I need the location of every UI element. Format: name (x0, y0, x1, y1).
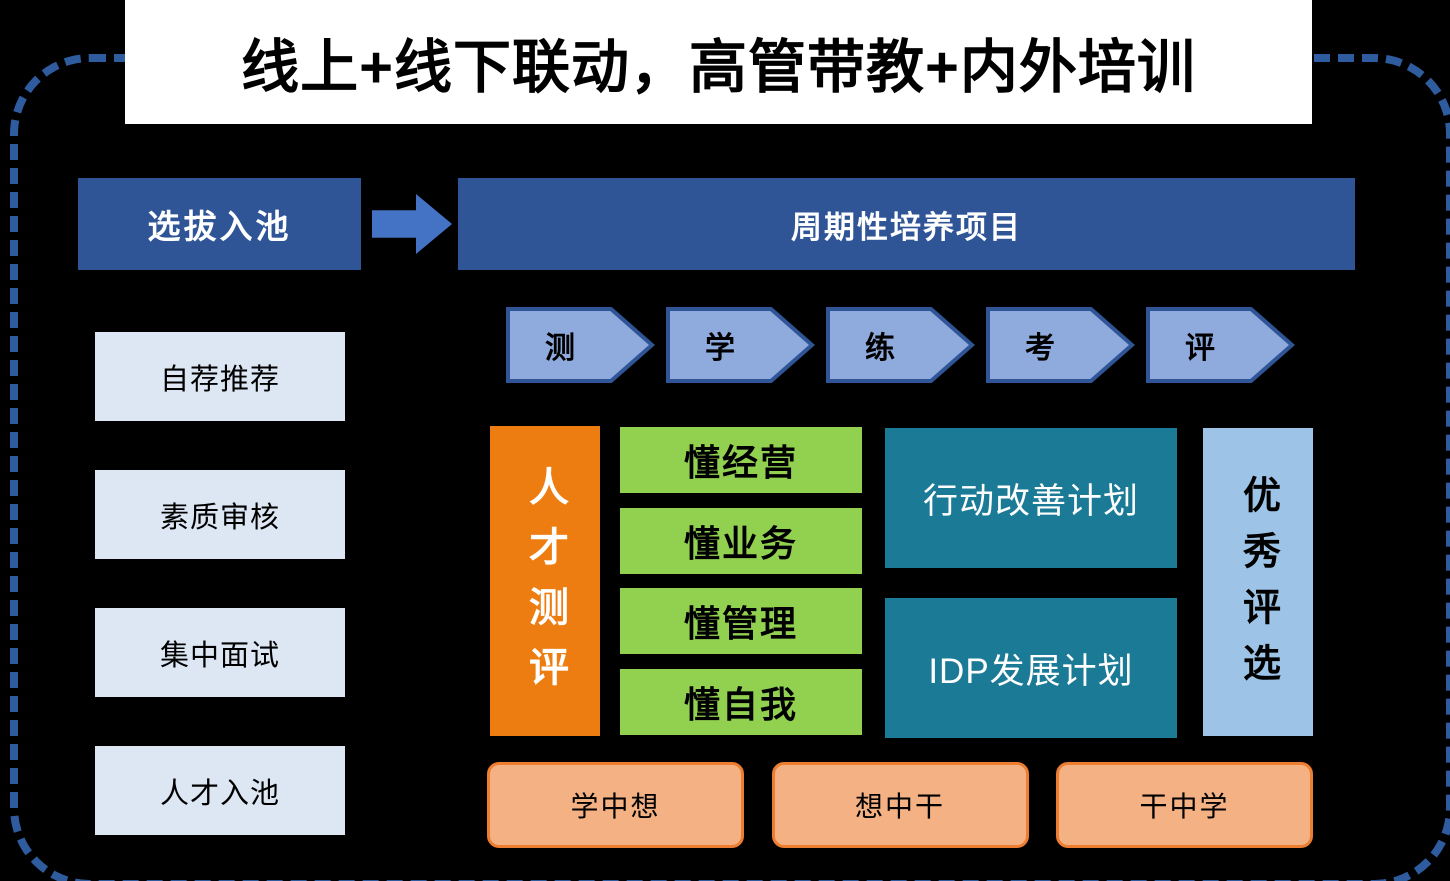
chevron-arrow-icon (666, 307, 815, 383)
plan-list: 行动改善计划 IDP发展计划 (885, 428, 1177, 738)
plan-box: IDP发展计划 (885, 598, 1177, 738)
phase-chevron: 测 (505, 306, 655, 384)
program-header: 周期性培养项目 (458, 178, 1355, 270)
phase-label: 练 (865, 332, 895, 365)
competency-box: 懂自我 (620, 668, 862, 735)
phase-row: 测 学 练 考 评 (505, 306, 1295, 384)
chevron-arrow-icon (1146, 307, 1295, 383)
chevron-arrow-icon (986, 307, 1135, 383)
phase-chevron: 学 (665, 306, 815, 384)
phase-label: 考 (1025, 332, 1055, 365)
competency-box: 懂业务 (620, 507, 862, 574)
practice-box: 想中干 (771, 762, 1029, 848)
phase-label: 评 (1185, 332, 1215, 365)
phase-label: 测 (545, 332, 575, 365)
plan-box: 行动改善计划 (885, 428, 1177, 568)
practice-box: 学中想 (487, 762, 744, 848)
competency-box: 懂管理 (620, 588, 862, 655)
phase-chevron: 评 (1145, 306, 1295, 384)
competency-box: 懂经营 (620, 427, 862, 493)
practice-row: 学中想 想中干 干中学 (487, 762, 1313, 848)
competency-list: 懂经营 懂业务 懂管理 懂自我 (620, 427, 862, 735)
selection-step: 素质审核 (95, 470, 345, 559)
excellence-label: 优秀评选 (1236, 474, 1279, 699)
selection-steps: 自荐推荐 素质审核 集中面试 人才入池 (95, 332, 345, 835)
selection-step: 集中面试 (95, 608, 345, 697)
selection-step: 人才入池 (95, 746, 345, 835)
selection-header: 选拔入池 (78, 178, 361, 270)
phase-chevron: 考 (985, 306, 1135, 384)
phase-chevron: 练 (825, 306, 975, 384)
title-banner: 线上+线下联动，高管带教+内外培训 (125, 0, 1312, 124)
diagram-title: 线上+线下联动，高管带教+内外培训 (241, 35, 1196, 100)
practice-box: 干中学 (1056, 762, 1313, 848)
talent-assessment-label: 人才测评 (523, 466, 567, 706)
chevron-arrow-icon (826, 307, 975, 383)
excellence-box: 优秀评选 (1203, 428, 1313, 736)
chevron-arrow-icon (506, 307, 655, 383)
talent-assessment-box: 人才测评 (490, 426, 600, 736)
selection-step: 自荐推荐 (95, 332, 345, 421)
phase-label: 学 (705, 332, 735, 365)
